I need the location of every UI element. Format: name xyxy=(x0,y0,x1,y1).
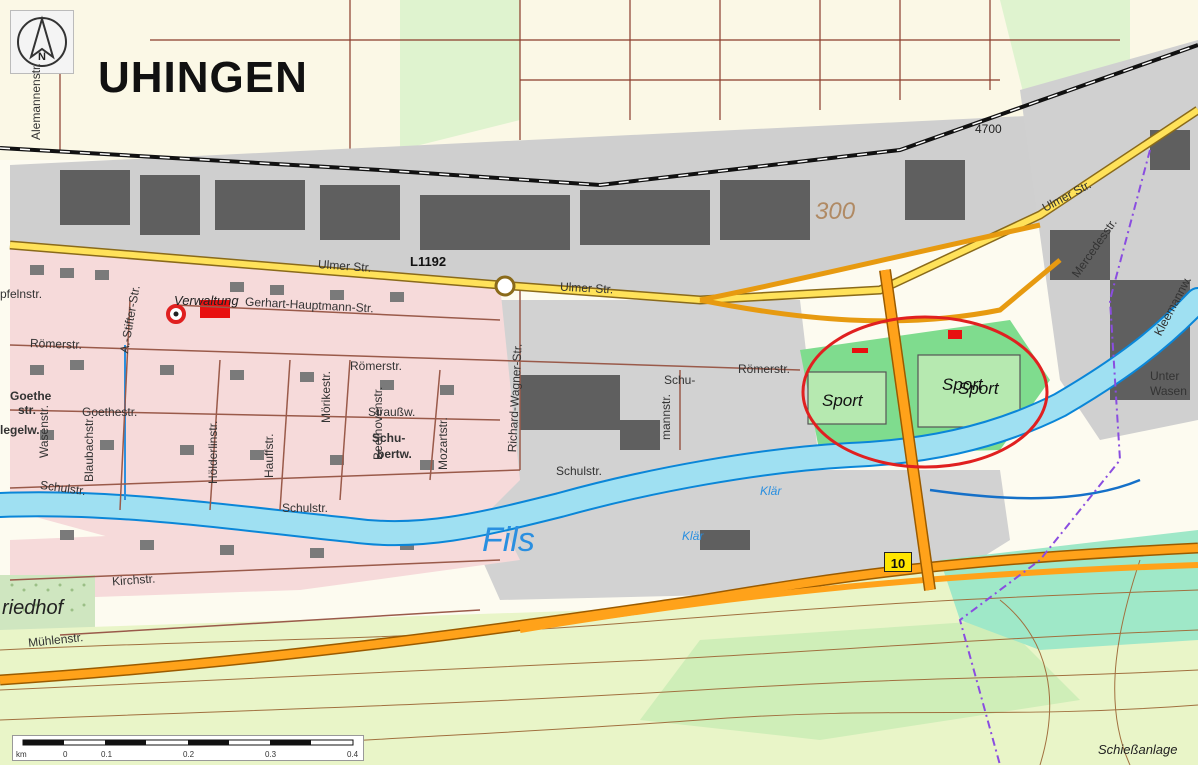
road-number: L1192 xyxy=(410,254,447,269)
local-streets xyxy=(9,290,801,636)
highlight-circle xyxy=(801,315,1049,469)
street-label: Schu- xyxy=(372,431,406,445)
scale-bar-graphic xyxy=(22,739,354,746)
b10-road xyxy=(0,544,1198,684)
overpass-road xyxy=(880,269,935,591)
clubhouse xyxy=(948,330,962,339)
ramp xyxy=(699,258,1062,324)
street-label: legelw. xyxy=(0,423,40,437)
cemetery-pattern xyxy=(10,583,86,612)
rail-code: 4700 xyxy=(975,122,1002,136)
map-title: UHINGEN xyxy=(98,53,308,102)
scale-unit: km xyxy=(16,750,27,759)
street-label: Römerstr. xyxy=(738,362,791,376)
b10-carriageway xyxy=(519,562,1198,633)
scale-tick: 0.2 xyxy=(183,750,195,759)
street-label: Schulstr. xyxy=(282,501,329,515)
river-fils xyxy=(0,289,1198,545)
scale-tick: 0.3 xyxy=(265,750,277,759)
street-label: mannstr. xyxy=(659,393,673,440)
street-label: Hauffstr. xyxy=(262,433,276,478)
street-label: Wasen xyxy=(1150,384,1187,398)
klaer-label: Klär xyxy=(682,529,704,543)
street-label: Straußw. xyxy=(368,405,416,419)
scale-tick: 0.1 xyxy=(101,750,113,759)
north-arrow: N xyxy=(10,10,74,74)
street-label: Alemannenstr. xyxy=(29,63,43,140)
street-label: Ulmer Str. xyxy=(317,257,372,275)
stream xyxy=(929,478,1141,500)
admin-boundary xyxy=(958,149,1151,765)
street-label: Schu- xyxy=(664,373,696,387)
street-label: Wasenstr. xyxy=(37,405,51,458)
street-label: str. xyxy=(18,403,37,417)
route-shield-number: 10 xyxy=(890,556,906,571)
scale-bar: km 0 0.1 0.2 0.3 0.4 xyxy=(12,735,364,761)
street-label: bertw. xyxy=(377,447,412,461)
contour-label: 300 xyxy=(815,198,856,225)
town-hall-building xyxy=(200,300,230,318)
river-label: Fils xyxy=(482,521,535,559)
verwaltung-label[interactable]: Verwaltung xyxy=(174,293,239,308)
street-label: Goethe xyxy=(10,389,52,403)
street-label: pfelnstr. xyxy=(0,287,43,301)
street-label: Hölderlinstr. xyxy=(206,420,220,484)
scale-tick: 0 xyxy=(63,750,68,759)
ulmer-str xyxy=(9,107,1198,304)
north-label: N xyxy=(38,51,46,63)
street-label: Blaubachstr. xyxy=(82,415,96,482)
street-label: Kirchstr. xyxy=(111,571,156,589)
sport-label[interactable]: Sport xyxy=(942,375,983,394)
field-boundaries xyxy=(59,0,1120,160)
street-label: Mozartstr. xyxy=(436,417,450,470)
residential-area xyxy=(10,245,520,560)
scale-tick: 0.4 xyxy=(347,750,359,759)
street-label: Schulstr. xyxy=(556,464,603,478)
compass-icon xyxy=(17,15,67,67)
roundabout xyxy=(494,275,516,297)
street-label: Goethestr. xyxy=(82,405,138,419)
railway-dash xyxy=(0,44,1198,186)
ramp xyxy=(699,222,1041,303)
street-label: Mörikestr. xyxy=(319,370,333,423)
residential-buildings xyxy=(30,265,454,558)
street-label: Römerstr. xyxy=(350,359,403,373)
street-label: Römerstr. xyxy=(29,336,83,352)
klaer-label: Klär xyxy=(760,484,782,498)
sport-label[interactable]: Sport xyxy=(822,391,863,410)
street-label: Unter xyxy=(1150,369,1180,383)
meadow-area xyxy=(400,0,520,150)
cemetery-area xyxy=(0,575,95,630)
forest-area xyxy=(640,620,1080,740)
street-label: Ulmer Str. xyxy=(559,279,614,297)
route-shield: 10 xyxy=(884,552,912,572)
building-red xyxy=(852,348,868,353)
sport-label[interactable]: Sport xyxy=(958,379,999,398)
sport-field-left xyxy=(807,371,887,425)
shooting-range-label: Schießanlage xyxy=(1098,742,1178,757)
cemetery-label: riedhof xyxy=(2,597,64,619)
